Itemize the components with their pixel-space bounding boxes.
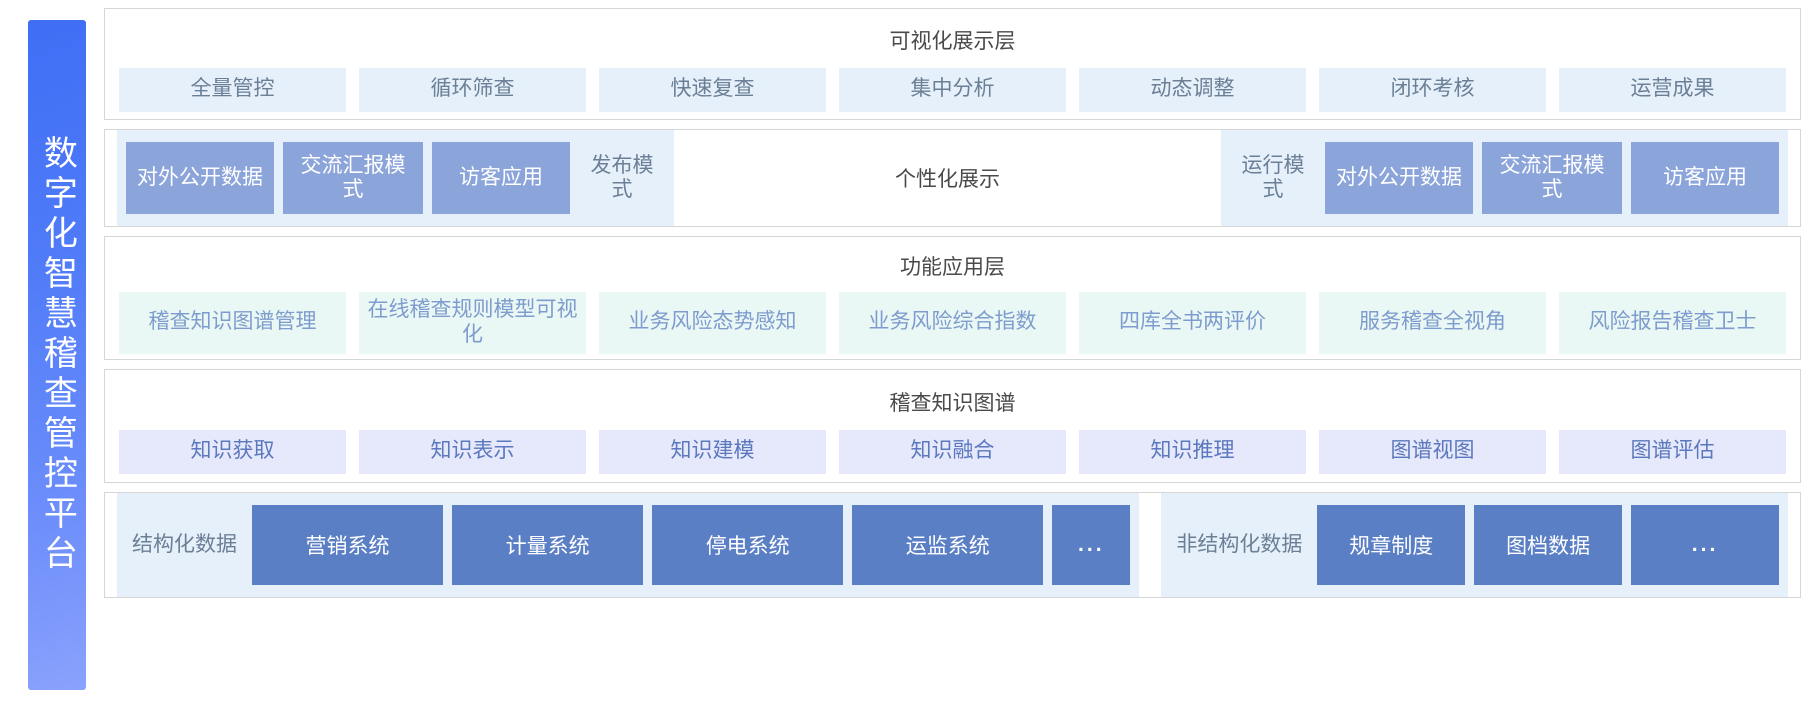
data-source-band: 结构化数据 营销系统 计量系统 停电系统 运监系统 ... 非结构化数据 规章制… [105, 493, 1800, 597]
chip-knowledge-acquisition[interactable]: 知识获取 [119, 429, 346, 474]
data-tile-structured-more[interactable]: ... [1052, 505, 1131, 585]
platform-title: 数字化智慧稽查管控平台 [38, 135, 77, 575]
chip-risk-situation[interactable]: 业务风险态势感知 [599, 291, 826, 354]
layer-visualization-title: 可视化展示层 [889, 29, 1016, 53]
personalized-band: 对外公开数据 交流汇报模式 访客应用 发布模式 个性化展示 运行模式 对外公开数… [105, 130, 1800, 226]
chip-online-rule-model[interactable]: 在线稽查规则模型可视化 [359, 291, 586, 354]
chip-quanliangguankong[interactable]: 全量管控 [119, 67, 346, 112]
chip-sikuquanshu-eval[interactable]: 四库全书两评价 [1079, 291, 1306, 354]
layer-knowledge-graph-chips: 知识获取 知识表示 知识建模 知识融合 知识推理 图谱视图 图谱评估 [105, 429, 1800, 474]
tile-left-public-data[interactable]: 对外公开数据 [126, 142, 274, 214]
data-tile-archive-data[interactable]: 图档数据 [1474, 505, 1623, 585]
layer-data-source: 结构化数据 营销系统 计量系统 停电系统 运监系统 ... 非结构化数据 规章制… [104, 492, 1801, 598]
chip-xunhuanshaicha[interactable]: 循环筛查 [359, 67, 586, 112]
personalized-left-group: 对外公开数据 交流汇报模式 访客应用 发布模式 [117, 130, 674, 226]
structured-data-label: 结构化数据 [132, 532, 237, 556]
layer-visualization: 可视化展示层 全量管控 循环筛查 快速复查 集中分析 动态调整 闭环考核 运营成… [104, 8, 1801, 120]
tile-right-report-mode[interactable]: 交流汇报模式 [1482, 142, 1622, 214]
tile-left-report-mode[interactable]: 交流汇报模式 [283, 142, 423, 214]
data-tile-unstructured-more[interactable]: ... [1631, 505, 1779, 585]
personalized-center-label: 个性化展示 [674, 130, 1221, 226]
chip-service-audit-view[interactable]: 服务稽查全视角 [1319, 291, 1546, 354]
data-tile-outage-system[interactable]: 停电系统 [652, 505, 844, 585]
chip-knowledge-modeling[interactable]: 知识建模 [599, 429, 826, 474]
chip-yunyingchengguo[interactable]: 运营成果 [1559, 67, 1786, 112]
layer-visualization-chips: 全量管控 循环筛查 快速复查 集中分析 动态调整 闭环考核 运营成果 [105, 67, 1800, 112]
chip-jizhongfenxi[interactable]: 集中分析 [839, 67, 1066, 112]
data-tile-metering-system[interactable]: 计量系统 [452, 505, 644, 585]
chip-knowledge-reasoning[interactable]: 知识推理 [1079, 429, 1306, 474]
structured-data-group: 结构化数据 营销系统 计量系统 停电系统 运监系统 ... [117, 493, 1140, 597]
chip-dongtaitiaozheng[interactable]: 动态调整 [1079, 67, 1306, 112]
chip-graph-view[interactable]: 图谱视图 [1319, 429, 1546, 474]
chip-knowledge-graph-mgmt[interactable]: 稽查知识图谱管理 [119, 291, 346, 354]
chip-risk-report-guard[interactable]: 风险报告稽查卫士 [1559, 291, 1786, 354]
tile-left-publish-mode[interactable]: 发布模式 [590, 153, 654, 201]
tile-right-public-data[interactable]: 对外公开数据 [1325, 142, 1473, 214]
platform-banner: 数字化智慧稽查管控平台 [28, 20, 86, 690]
tile-left-visitor-app[interactable]: 访客应用 [432, 142, 570, 214]
layer-function: 功能应用层 稽查知识图谱管理 在线稽查规则模型可视化 业务风险态势感知 业务风险… [104, 236, 1801, 360]
chip-knowledge-fusion[interactable]: 知识融合 [839, 429, 1066, 474]
layer-function-title: 功能应用层 [900, 255, 1005, 279]
layer-knowledge-graph-title: 稽查知识图谱 [889, 391, 1016, 415]
chip-knowledge-representation[interactable]: 知识表示 [359, 429, 586, 474]
unstructured-data-label: 非结构化数据 [1176, 532, 1303, 556]
unstructured-data-group: 非结构化数据 规章制度 图档数据 ... [1161, 493, 1788, 597]
layer-stack: 可视化展示层 全量管控 循环筛查 快速复查 集中分析 动态调整 闭环考核 运营成… [104, 8, 1801, 702]
chip-graph-evaluation[interactable]: 图谱评估 [1559, 429, 1786, 474]
chip-kuaisufucha[interactable]: 快速复查 [599, 67, 826, 112]
layer-personalized: 对外公开数据 交流汇报模式 访客应用 发布模式 个性化展示 运行模式 对外公开数… [104, 129, 1801, 227]
data-tile-regulations[interactable]: 规章制度 [1317, 505, 1466, 585]
personalized-right-group: 运行模式 对外公开数据 交流汇报模式 访客应用 [1221, 130, 1788, 226]
chip-risk-index[interactable]: 业务风险综合指数 [839, 291, 1066, 354]
tile-right-visitor-app[interactable]: 访客应用 [1631, 142, 1779, 214]
data-tile-operation-monitor-system[interactable]: 运监系统 [852, 505, 1044, 585]
data-tile-marketing-system[interactable]: 营销系统 [252, 505, 444, 585]
layer-function-chips: 稽查知识图谱管理 在线稽查规则模型可视化 业务风险态势感知 业务风险综合指数 四… [105, 291, 1800, 354]
tile-right-run-mode[interactable]: 运行模式 [1241, 153, 1305, 201]
chip-bihuankaohe[interactable]: 闭环考核 [1319, 67, 1546, 112]
layer-knowledge-graph: 稽查知识图谱 知识获取 知识表示 知识建模 知识融合 知识推理 图谱视图 图谱评… [104, 369, 1801, 483]
